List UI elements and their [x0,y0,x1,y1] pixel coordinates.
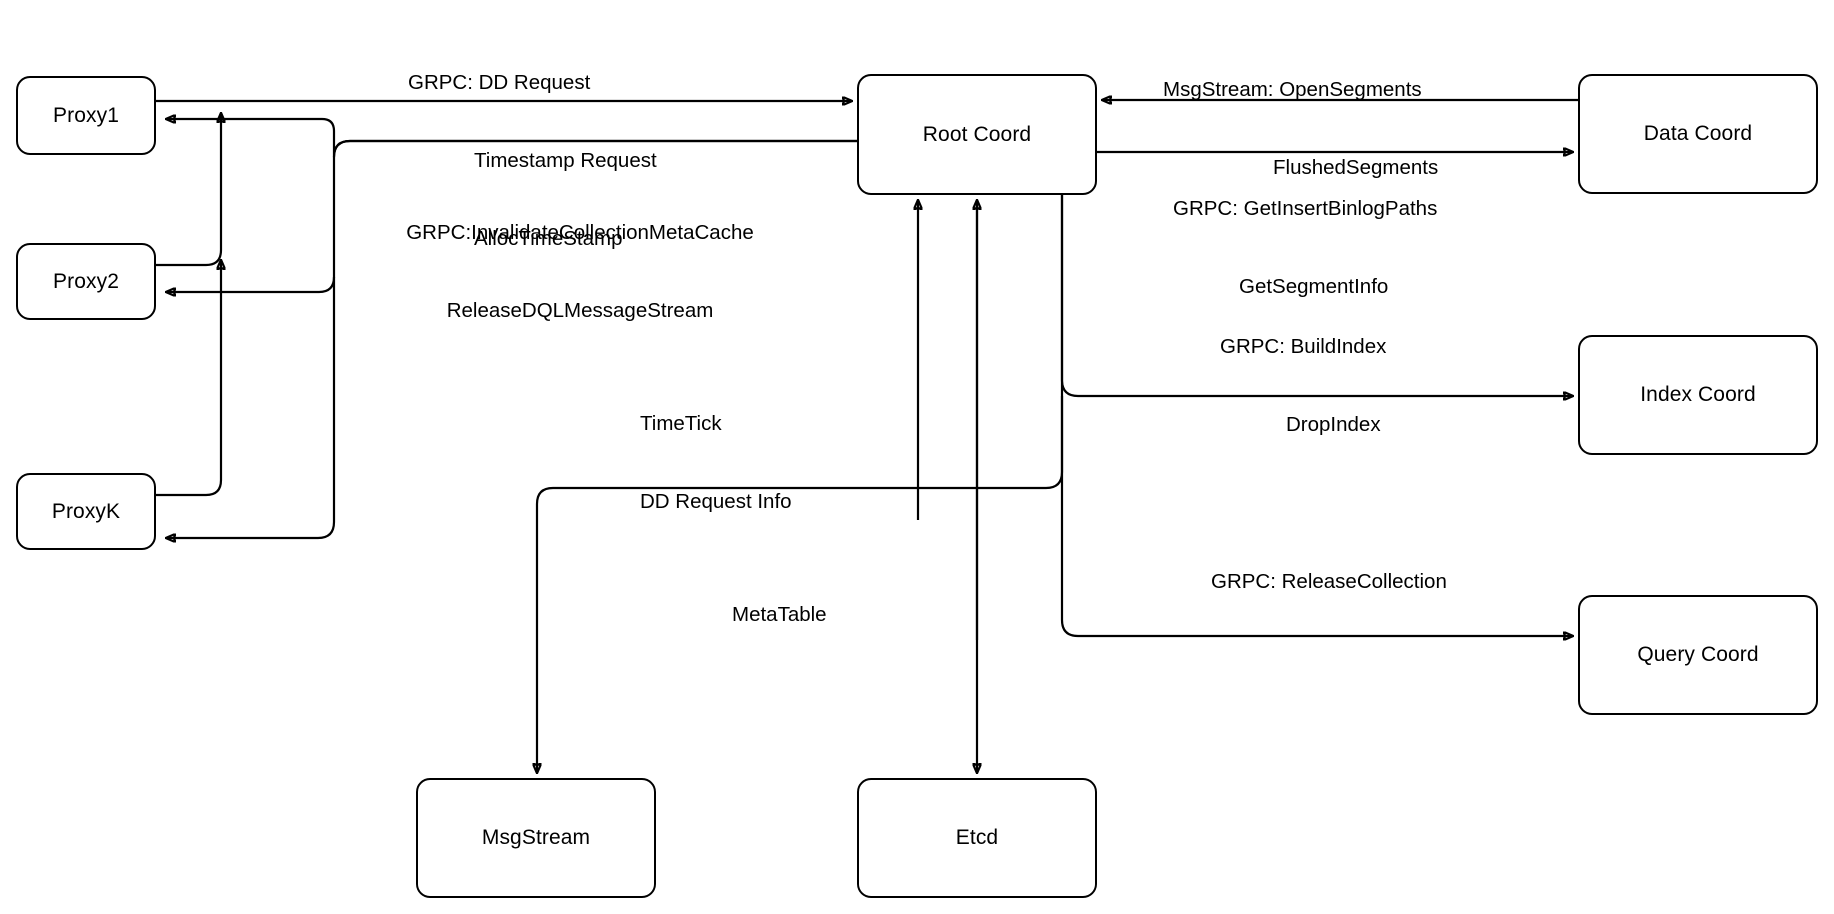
node-etcd-label: Etcd [955,826,999,850]
node-proxyk-label: ProxyK [51,499,121,523]
edge-label-line: MsgStream: OpenSegments [1163,78,1422,101]
node-proxy1[interactable]: Proxy1 [16,76,156,155]
node-rootcoord-label: Root Coord [922,122,1032,146]
node-msgstream-label: MsgStream [481,826,591,850]
edge-label-rootcoord-to-proxy: GRPC:InvalidateCollectionMetaCache Relea… [360,168,800,376]
node-proxyk[interactable]: ProxyK [16,473,156,550]
edge-label-line: Timestamp Request [474,149,657,172]
node-proxy2[interactable]: Proxy2 [16,243,156,320]
edge-label-line: GRPC: GetInsertBinlogPaths [1173,197,1438,220]
node-querycoord-label: Query Coord [1637,643,1759,667]
edge-label-rootcoord-to-etcd: MetaTable [732,550,892,680]
edge-label-rootcoord-to-querycoord: GRPC: ReleaseCollection [1211,517,1551,647]
node-proxy2-label: Proxy2 [53,269,119,293]
node-indexcoord[interactable]: Index Coord [1578,335,1818,455]
node-msgstream[interactable]: MsgStream [416,778,656,898]
edge-label-line: ReleaseDQLMessageStream [446,299,714,322]
edge-label-proxy-to-rootcoord: GRPC: DD Request Timestamp Request Alloc… [408,18,808,304]
node-proxy1-label: Proxy1 [53,103,119,127]
node-datacoord[interactable]: Data Coord [1578,74,1818,194]
edge-label-rootcoord-to-msgstream: TimeTick DD Request Info [640,359,920,567]
edge-label-line: GRPC:InvalidateCollectionMetaCache [406,221,754,244]
edge-rootcoord-bus-to-proxyk [166,277,336,538]
edge-label-rootcoord-to-datacoord: GRPC: GetInsertBinlogPaths GetSegmentInf… [1173,144,1553,352]
edge-label-line: GRPC: ReleaseCollection [1211,570,1447,593]
node-etcd[interactable]: Etcd [857,778,1097,898]
edge-proxyk-to-bus [156,260,221,497]
node-rootcoord[interactable]: Root Coord [857,74,1097,195]
edge-label-line: DD Request Info [640,490,792,513]
edge-label-line: DropIndex [1286,413,1381,436]
edge-label-line: MetaTable [732,603,827,626]
node-indexcoord-label: Index Coord [1640,383,1756,407]
edge-label-line: TimeTick [640,412,722,435]
edge-label-line: GetSegmentInfo [1239,275,1389,298]
edge-label-datacoord-to-rootcoord: MsgStream: OpenSegments FlushedSegments [1163,25,1523,233]
edge-label-line: GRPC: BuildIndex [1220,335,1387,358]
edge-label-line: GRPC: DD Request [408,71,591,94]
edge-label-line: FlushedSegments [1273,156,1439,179]
node-datacoord-label: Data Coord [1643,122,1753,146]
node-querycoord[interactable]: Query Coord [1578,595,1818,715]
edge-proxy2-to-bus [156,113,221,267]
edge-label-rootcoord-to-indexcoord: GRPC: BuildIndex DropIndex [1220,282,1550,490]
edge-label-line: AllocTimeStamp [474,227,623,250]
